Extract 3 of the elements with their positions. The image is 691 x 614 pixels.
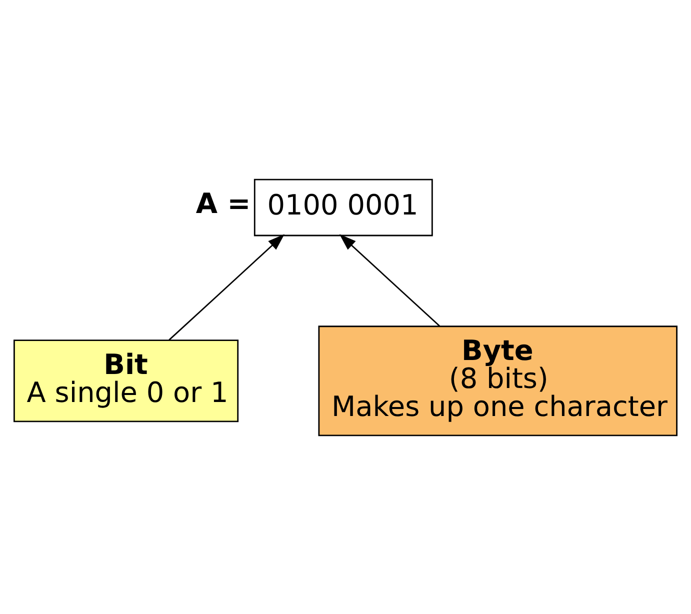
arrow: [339, 234, 440, 326]
arrow: [168, 234, 285, 340]
node-label: A =: [196, 186, 251, 220]
